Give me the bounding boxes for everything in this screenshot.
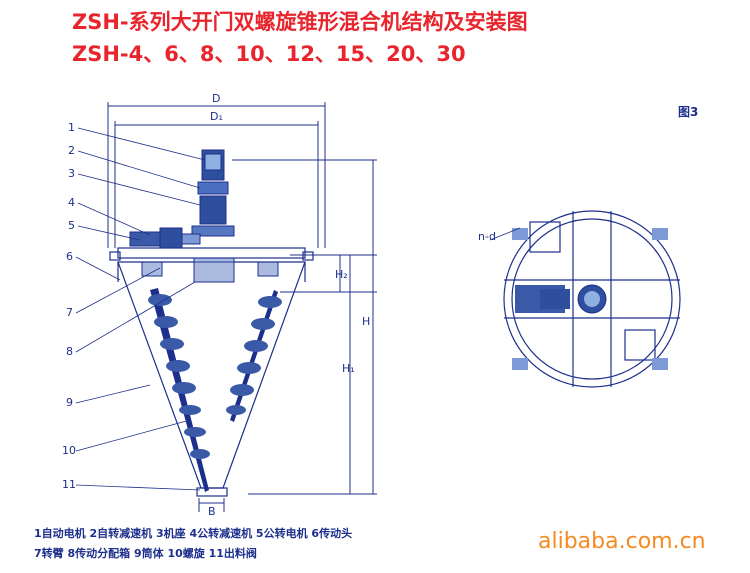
legend-line-1: 1自动电机 2自转减速机 3机座 4公转减速机 5公转电机 6传动头 [34, 527, 353, 540]
callout-11: 11 [62, 478, 76, 491]
dim-d: D [212, 92, 220, 105]
callout-10: 10 [62, 444, 76, 457]
dim-b: B [208, 505, 216, 518]
callout-7: 7 [66, 306, 73, 319]
callout-4: 4 [68, 196, 75, 209]
dim-h1: H₁ [342, 362, 355, 375]
model-list: ZSH-4、6、8、10、12、15、20、30 [72, 42, 466, 66]
figure-label: 图3 [678, 105, 699, 119]
callout-2: 2 [68, 144, 75, 157]
dim-h: H [362, 315, 370, 328]
legend-line-2: 7转臂 8传动分配箱 9筒体 10螺旋 11出料阀 [34, 547, 257, 560]
callout-6: 6 [66, 250, 73, 263]
dim-h2: H₂ [335, 268, 348, 281]
watermark: alibaba.com.cn [538, 529, 706, 554]
dim-d1: D₁ [210, 110, 223, 123]
callout-8: 8 [66, 345, 73, 358]
callout-5: 5 [68, 219, 75, 232]
callout-1: 1 [68, 121, 75, 134]
callout-3: 3 [68, 167, 75, 180]
page-title: ZSH-系列大开门双螺旋锥形混合机结构及安装图 [72, 10, 528, 34]
callout-9: 9 [66, 396, 73, 409]
dim-nd: n-d [478, 230, 496, 243]
